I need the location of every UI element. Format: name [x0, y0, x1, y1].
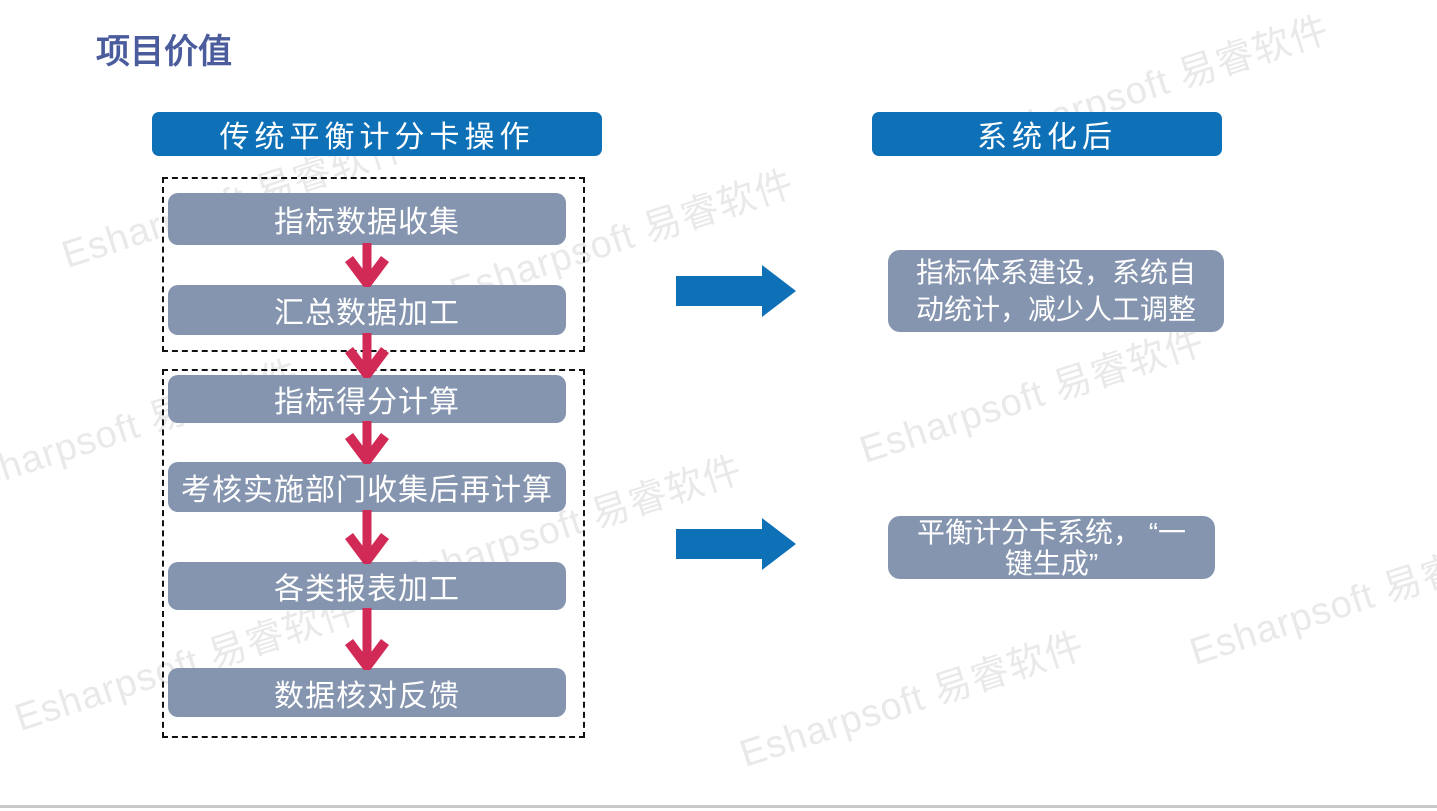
- flow-step: 指标数据收集: [168, 193, 566, 245]
- watermark: Esharpsoft 易睿软件: [854, 320, 1210, 472]
- watermark: Esharpsoft 易睿软件: [734, 624, 1090, 776]
- down-arrow-icon: [345, 421, 389, 464]
- result-line: 平衡计分卡系统， “一: [916, 516, 1187, 548]
- flow-step: 各类报表加工: [168, 562, 566, 610]
- flow-step: 汇总数据加工: [168, 285, 566, 335]
- flow-step: 数据核对反馈: [168, 668, 566, 717]
- down-arrow-icon: [345, 243, 389, 287]
- group-frame-1: [162, 177, 585, 352]
- left-column-header: 传统平衡计分卡操作: [152, 112, 602, 156]
- down-arrow-icon: [345, 608, 389, 670]
- right-arrow-icon: [676, 265, 796, 317]
- flow-step: 考核实施部门收集后再计算: [168, 462, 566, 512]
- result-line: 指标体系建设，系统自: [915, 257, 1196, 288]
- result-line: 键生成”: [1004, 547, 1099, 579]
- bottom-divider: [0, 805, 1437, 808]
- watermark: Esharpsoft 易睿软件: [1184, 522, 1437, 674]
- result-line: 动统计，减少人工调整: [915, 294, 1196, 325]
- flow-step: 指标得分计算: [168, 375, 566, 423]
- page-title: 项目价值: [96, 33, 232, 71]
- right-arrow-icon: [676, 518, 796, 570]
- down-arrow-icon: [345, 333, 389, 378]
- result-box: 指标体系建设，系统自 动统计，减少人工调整: [888, 250, 1224, 332]
- right-column-header: 系统化后: [872, 112, 1222, 156]
- result-box: 平衡计分卡系统， “一 键生成”: [888, 516, 1215, 579]
- down-arrow-icon: [345, 510, 389, 564]
